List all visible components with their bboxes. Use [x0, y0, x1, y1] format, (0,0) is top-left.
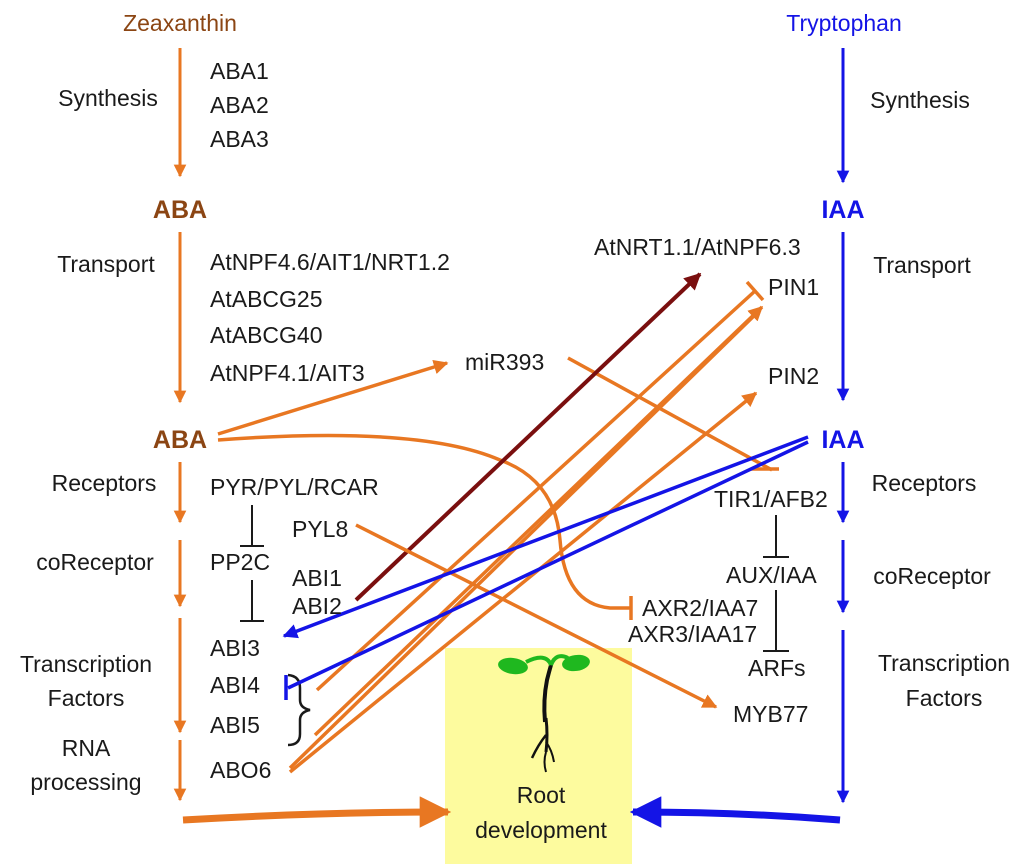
black-inhibition-lines — [240, 505, 789, 652]
root-label-line2: development — [475, 817, 607, 843]
aba1-gene: ABA1 — [210, 58, 269, 84]
pin1: PIN1 — [768, 274, 819, 300]
abi1: ABI1 — [292, 565, 342, 591]
aba-rna-label-line2: processing — [30, 769, 141, 795]
iaa-hub-1: IAA — [821, 196, 864, 224]
zeaxanthin-label: Zeaxanthin — [123, 10, 237, 36]
abi3: ABI3 — [210, 635, 260, 661]
aba2-gene: ABA2 — [210, 92, 269, 118]
seedling-icon — [498, 654, 590, 773]
atnrt11: AtNRT1.1/AtNPF6.3 — [594, 234, 801, 260]
aba-coreceptor-label: coReceptor — [36, 549, 154, 575]
iaa-coreceptor-label: coReceptor — [873, 563, 991, 589]
abo6: ABO6 — [210, 757, 271, 783]
pyr-pyl-rcar: PYR/PYL/RCAR — [210, 474, 379, 500]
iaa-hub-2: IAA — [821, 426, 864, 454]
pyl8-to-myb77-arrow — [355, 523, 718, 709]
iaa-synthesis-label: Synthesis — [870, 87, 970, 113]
abi4-pin1-inhibition-bar — [745, 280, 765, 302]
aux-iaa: AUX/IAA — [726, 562, 817, 588]
abo6-to-pin2-arrow — [288, 391, 758, 774]
aba-synthesis-label: Synthesis — [58, 85, 158, 111]
abi4: ABI4 — [210, 672, 260, 698]
transporter-abcg25: AtABCG25 — [210, 286, 323, 312]
aba-tf-label-line1: Transcription — [20, 651, 152, 677]
aba-hub-1: ABA — [153, 196, 207, 224]
arfs: ARFs — [748, 655, 806, 681]
aba-hub-2: ABA — [153, 426, 207, 454]
aba-rna-label-line1: RNA — [62, 735, 111, 761]
mir393: miR393 — [465, 349, 544, 375]
abi2: ABI2 — [292, 593, 342, 619]
abo6-to-pin1-arrow — [288, 308, 762, 770]
aba-receptors-label: Receptors — [52, 470, 157, 496]
transporter-abcg40: AtABCG40 — [210, 322, 323, 348]
iaa-inhibits-abi4 — [287, 440, 809, 690]
tir1-afb2: TIR1/AFB2 — [714, 486, 828, 512]
myb77: MYB77 — [733, 701, 808, 727]
pp2c: PP2C — [210, 549, 270, 575]
abi2-to-nrt-arrow — [354, 272, 702, 602]
iaa-to-root-arrow — [629, 796, 841, 828]
transporter-ait1: AtNPF4.6/AIT1/NRT1.2 — [210, 249, 450, 275]
axr2-iaa7: AXR2/IAA7 — [642, 595, 758, 621]
aba-tf-label-line2: Factors — [48, 685, 125, 711]
aba-to-mir393-arrow — [217, 359, 449, 436]
aba3-gene: ABA3 — [210, 126, 269, 152]
tryptophan-label: Tryptophan — [786, 10, 902, 36]
root-label-line1: Root — [517, 782, 566, 808]
iaa-tf-label-line1: Transcription — [878, 650, 1010, 676]
iaa-tf-label-line2: Factors — [906, 685, 983, 711]
iaa-receptors-label: Receptors — [872, 470, 977, 496]
iaa-transport-label: Transport — [873, 252, 971, 278]
mir393-inhibits-tir1 — [567, 356, 773, 472]
iaa-to-abi3-arrow — [282, 435, 809, 639]
pin2: PIN2 — [768, 363, 819, 389]
aba-transport-label: Transport — [57, 251, 155, 277]
abi5: ABI5 — [210, 712, 260, 738]
pyl8: PYL8 — [292, 516, 348, 542]
root-development-box — [445, 648, 632, 864]
aba-to-root-arrow — [182, 796, 452, 828]
transporter-ait3: AtNPF4.1/AIT3 — [210, 360, 365, 386]
axr3-iaa17: AXR3/IAA17 — [628, 621, 757, 647]
aba-inhibits-axr2-curve — [217, 433, 630, 610]
abi4-inhibits-pin1 — [315, 289, 757, 692]
